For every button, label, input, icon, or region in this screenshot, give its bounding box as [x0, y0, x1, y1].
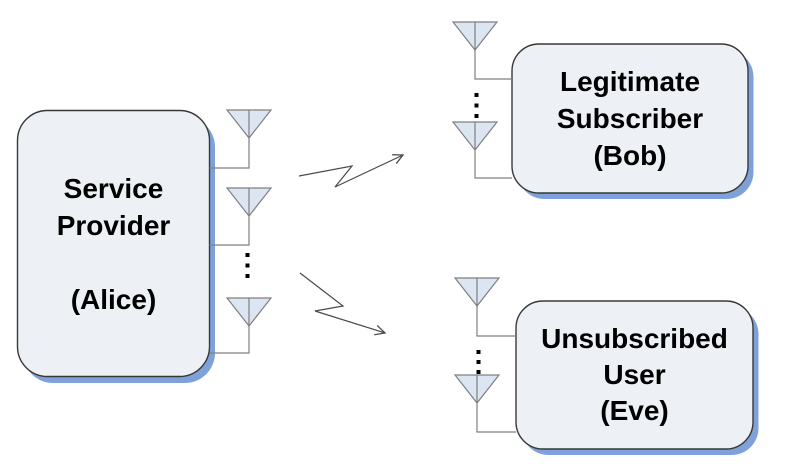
alice-to-eve-arrow: [299, 272, 387, 336]
alice-antenna-ellipsis-icon: [245, 253, 250, 278]
bob-antenna-2-icon: [451, 121, 512, 179]
eve-box: [515, 300, 754, 450]
alice-antenna-1-icon: [209, 109, 273, 169]
alice-to-bob-arrow: [298, 154, 405, 188]
bob-antenna-1-icon: [451, 21, 512, 80]
bob-box: [511, 43, 749, 194]
eve-antenna-ellipsis-icon: [476, 350, 481, 374]
alice-antenna-2-icon: [209, 187, 273, 246]
eve-antenna-2-icon: [453, 374, 516, 433]
alice-antenna-3-icon: [209, 297, 273, 354]
bob-antenna-ellipsis-icon: [474, 93, 479, 118]
eve-antenna-1-icon: [453, 277, 516, 337]
alice-box: [16, 109, 211, 378]
